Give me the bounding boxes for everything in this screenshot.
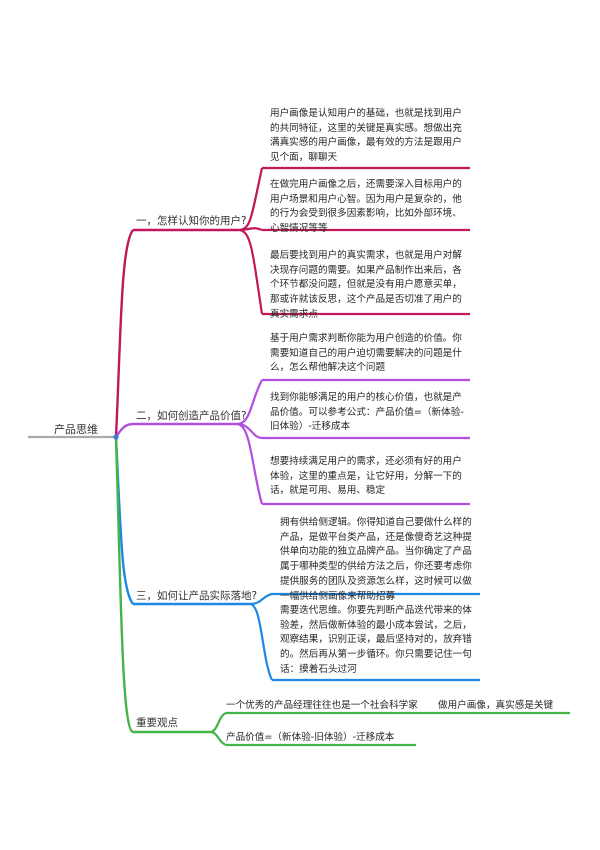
branch-4-point-2: 做用户画像，真实感是关键	[438, 700, 554, 711]
branch-3-leaf-1: 拥有供给侧逻辑。你得知道自己要做什么样的产品，是做平台类产品，还是像傻奇艺这种提…	[280, 517, 472, 602]
branch-4-sub-trunk	[209, 711, 227, 747]
branch-1-label: 一，怎样认知你的用户?	[136, 215, 247, 227]
branch-1-leaf-3: 最后要找到用户的真实需求，也就是用户对解决现存问题的需要。如果产品制作出来后，各…	[270, 250, 462, 320]
branch-1-leaf-1: 用户画像是认知用户的基础，也就是找到用户的共同特征，这里的关键是真实感。想做出充…	[270, 108, 462, 164]
root-label: 产品思维	[54, 423, 98, 436]
branch-2-leaf-1: 基于用户需求判断你能为用户创造的价值。你需要知道自己的用户迫切需要解决的问题是什…	[270, 333, 462, 374]
branch-2-leaf-3: 想要持续满足用户的需求，还必须有好的用户体验，这里的重点是，让它好用，分解一下的…	[270, 456, 462, 497]
branch-2-leaf-2: 找到你能够满足的用户的核心价值，也就是产品价值。可以参考公式：产品价值=（新体验…	[270, 392, 464, 433]
branch-2-sub-trunk	[236, 379, 264, 505]
center-dot	[113, 434, 119, 440]
branch-3-leaf-2: 需要迭代思维。你要先判断产品迭代带来的体验差，然后做新体验的最小成本尝试，之后，…	[280, 605, 472, 675]
branch-1-leaf-2: 在做完用户画像之后，还需要深入目标用户的用户场景和用户心智。因为用户是复杂的，他…	[270, 179, 462, 235]
branch-4-trunk	[114, 436, 134, 734]
branch-1-sub-trunk	[237, 167, 264, 315]
branch-2-trunk	[115, 422, 134, 438]
branch-4-point-3: 产品价值=（新体验-旧体验）-迁移成本	[226, 732, 395, 743]
branch-3-label: 三，如何让产品实际落地?	[136, 590, 258, 602]
branch-2-label: 二，如何创造产品价值?	[136, 410, 247, 422]
branch-1-trunk	[114, 229, 135, 438]
branch-4-point-1: 一个优秀的产品经理往往也是一个社会科学家	[226, 700, 418, 711]
branch-4-label: 重要观点	[136, 717, 178, 729]
branch-3-sub-trunk	[249, 592, 273, 681]
